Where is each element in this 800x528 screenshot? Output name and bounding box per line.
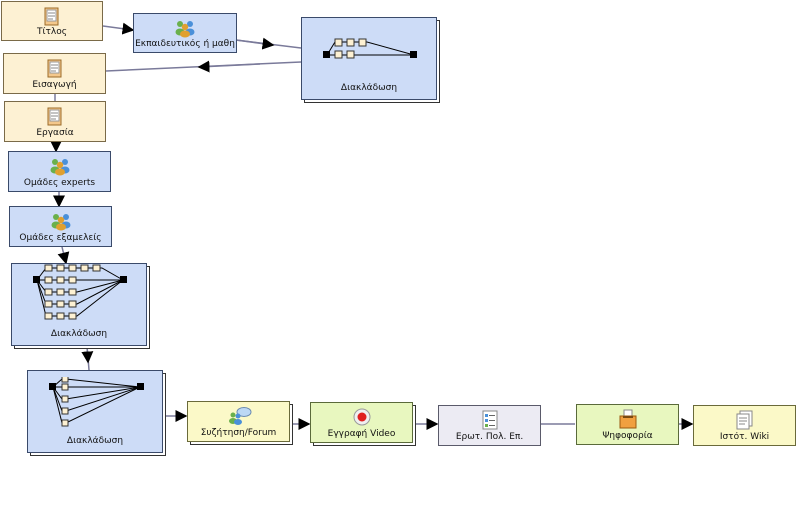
activity-voting-label: Ψηφοφορία <box>602 431 653 441</box>
branching-activity-3[interactable]: Διακλάδωση <box>27 370 163 453</box>
wiki-page-icon <box>735 410 755 430</box>
activity-forum-label: Συζήτηση/Forum <box>200 428 277 438</box>
connector-branch1-intro-arrow <box>197 60 261 73</box>
activity-educator-or-student[interactable]: Εκπαιδευτικός ή μαθη <box>133 13 237 53</box>
branching-diagram-icon <box>322 36 418 60</box>
activity-task[interactable]: Εργασία <box>4 101 106 142</box>
document-icon <box>46 58 64 78</box>
activity-title[interactable]: Τίτλος <box>1 1 103 41</box>
document-icon <box>43 6 61 26</box>
branching-activity-1[interactable]: Διακλάδωση <box>301 17 437 100</box>
forum-icon <box>226 406 252 426</box>
document-icon <box>46 106 64 126</box>
activity-six-member-groups[interactable]: Ομάδες εξαμελείς <box>9 206 112 247</box>
activity-introduction[interactable]: Εισαγωγή <box>3 53 106 94</box>
connector-title-edu <box>102 22 135 35</box>
branching-3-label: Διακλάδωση <box>66 436 124 446</box>
activity-video-label: Εγγραφή Video <box>327 429 396 439</box>
activity-multiple-choice-label: Ερωτ. Πολ. Επ. <box>455 432 524 442</box>
branching-2-label: Διακλάδωση <box>50 329 108 339</box>
activity-task-label: Εργασία <box>36 128 74 138</box>
people-group-icon <box>173 18 197 38</box>
people-group-icon <box>48 156 72 176</box>
branching-diagram-icon <box>32 264 132 322</box>
record-icon <box>352 407 372 427</box>
checklist-icon <box>481 410 499 430</box>
activity-title-label: Τίτλος <box>36 27 68 37</box>
activity-wiki[interactable]: Ιστότ. Wiki <box>693 405 796 446</box>
activity-educator-label: Εκπαιδευτικός ή μαθη <box>135 39 235 49</box>
activity-introduction-label: Εισαγωγή <box>32 80 77 90</box>
activity-forum[interactable]: Συζήτηση/Forum <box>187 401 290 442</box>
activity-wiki-label: Ιστότ. Wiki <box>719 432 770 442</box>
branching-activity-2[interactable]: Διακλάδωση <box>11 263 147 346</box>
connector-edu-branch1-arrow <box>235 37 275 50</box>
activity-expert-groups-label: Ομάδες experts <box>23 178 96 188</box>
branching-diagram-icon <box>48 377 148 433</box>
people-group-icon <box>49 211 73 231</box>
activity-video-recording[interactable]: Εγγραφή Video <box>310 402 413 443</box>
activity-voting[interactable]: Ψηφοφορία <box>576 404 679 445</box>
ballot-box-icon <box>618 409 638 429</box>
activity-six-member-groups-label: Ομάδες εξαμελείς <box>19 233 102 243</box>
activity-multiple-choice[interactable]: Ερωτ. Πολ. Επ. <box>438 405 541 446</box>
activity-expert-groups[interactable]: Ομάδες experts <box>8 151 111 192</box>
branching-1-label: Διακλάδωση <box>340 83 398 93</box>
connector-branch2-branch3-arrow <box>81 345 94 364</box>
connector-groups-branch2 <box>57 246 70 265</box>
